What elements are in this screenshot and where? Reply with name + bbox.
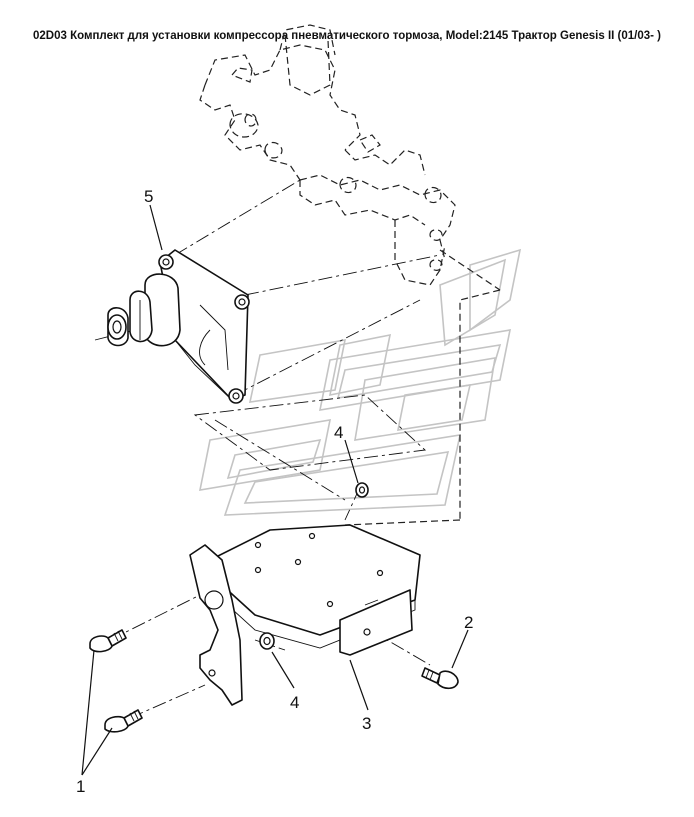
bolt-right	[421, 667, 459, 690]
air-compressor	[107, 249, 250, 404]
bolt-upper-left	[89, 629, 127, 653]
callout-4-upper: 4	[334, 423, 343, 442]
diagram-title: 02D03 Комплект для установки компрессора…	[32, 30, 662, 42]
bolt-lower-left	[104, 709, 143, 733]
mounting-bracket	[189, 524, 421, 706]
watermark-logo	[198, 248, 522, 516]
callout-4-lower: 4	[290, 693, 299, 712]
callout-3: 3	[362, 714, 371, 733]
callout-5: 5	[144, 187, 153, 206]
callout-2: 2	[464, 613, 473, 632]
washer-upper	[355, 482, 369, 498]
leader-lines	[81, 204, 469, 776]
washer-lower	[259, 632, 275, 650]
callout-1: 1	[76, 777, 85, 796]
engine-ghost-outline	[199, 24, 456, 286]
